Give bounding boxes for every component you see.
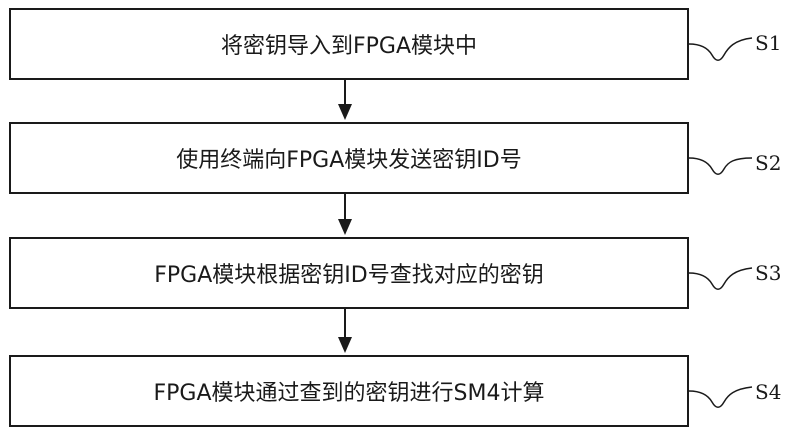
step-box-1: 将密钥导入到FPGA模块中: [9, 8, 689, 80]
step-box-3: FPGA模块根据密钥ID号查找对应的密钥: [9, 237, 689, 309]
flow-arrow-2-3: [338, 194, 352, 235]
flow-arrow-3-4: [338, 309, 352, 353]
step-text-3: FPGA模块根据密钥ID号查找对应的密钥: [154, 257, 543, 289]
step-box-4: FPGA模块通过查到的密钥进行SM4计算: [9, 355, 689, 427]
leader-line-s4: [689, 387, 752, 407]
leader-line-s2: [689, 158, 752, 174]
step-label-s4: S4: [755, 380, 781, 404]
step-text-1: 将密钥导入到FPGA模块中: [221, 28, 477, 60]
step-label-s1: S1: [755, 31, 781, 55]
step-text-2: 使用终端向FPGA模块发送密钥ID号: [176, 142, 521, 174]
step-text-4: FPGA模块通过查到的密钥进行SM4计算: [154, 375, 545, 407]
step-box-2: 使用终端向FPGA模块发送密钥ID号: [9, 122, 689, 194]
step-label-s3: S3: [755, 261, 781, 285]
leader-line-s3: [689, 268, 752, 289]
flow-arrow-1-2: [338, 80, 352, 120]
leader-line-s1: [689, 38, 752, 60]
step-label-s2: S2: [755, 151, 781, 175]
